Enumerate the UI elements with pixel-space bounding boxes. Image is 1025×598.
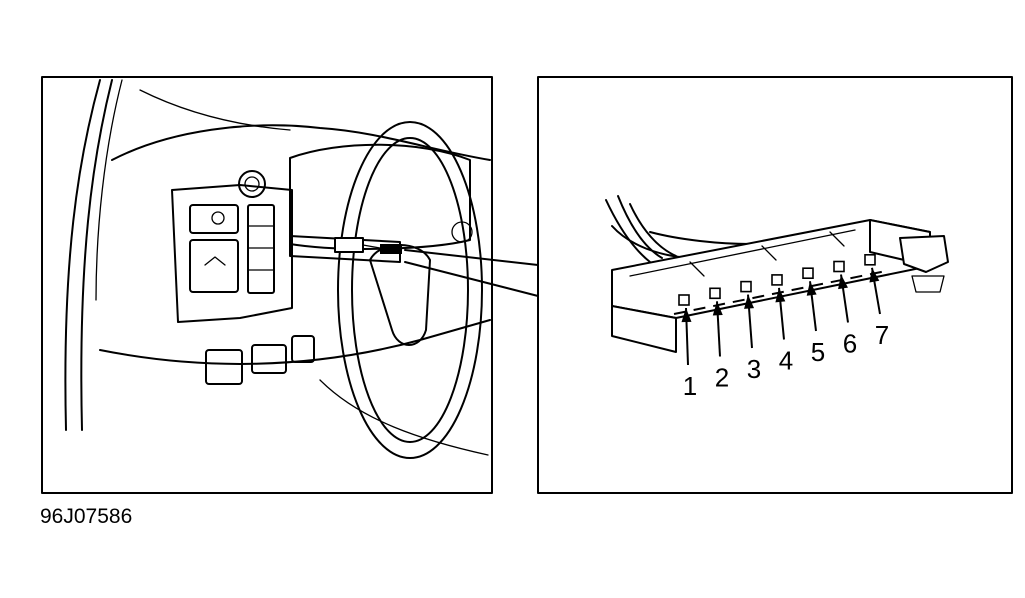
connector-pin-4 — [771, 274, 783, 286]
connector-pin-6 — [833, 260, 845, 273]
connector-detail-panel — [537, 76, 1013, 494]
connector-pin-3 — [740, 280, 752, 293]
pin-arrow-4 — [775, 287, 786, 303]
connector-pin-2 — [709, 287, 721, 300]
pin-arrow-3 — [744, 294, 755, 309]
pin-label-5: 5 — [811, 337, 825, 367]
pin-label-2: 2 — [715, 363, 729, 393]
pin-label-6: 6 — [843, 329, 857, 359]
pin-label-7: 7 — [875, 320, 889, 350]
connector-pin-5 — [802, 267, 814, 280]
pin-arrow-6 — [838, 274, 848, 290]
pin-arrow-2 — [712, 301, 723, 316]
connector-pin-1 — [678, 294, 690, 306]
pin-arrow-7 — [869, 267, 880, 283]
connector-pin-7 — [864, 254, 876, 266]
dashboard-view-panel — [41, 76, 539, 494]
pin-label-1: 1 — [683, 371, 697, 401]
pin-label-4: 4 — [779, 346, 793, 376]
figure-id: 96J07586 — [40, 505, 133, 528]
pin-label-3: 3 — [747, 354, 761, 384]
pin-arrow-5 — [806, 281, 817, 296]
pin-arrow-1 — [681, 308, 692, 323]
